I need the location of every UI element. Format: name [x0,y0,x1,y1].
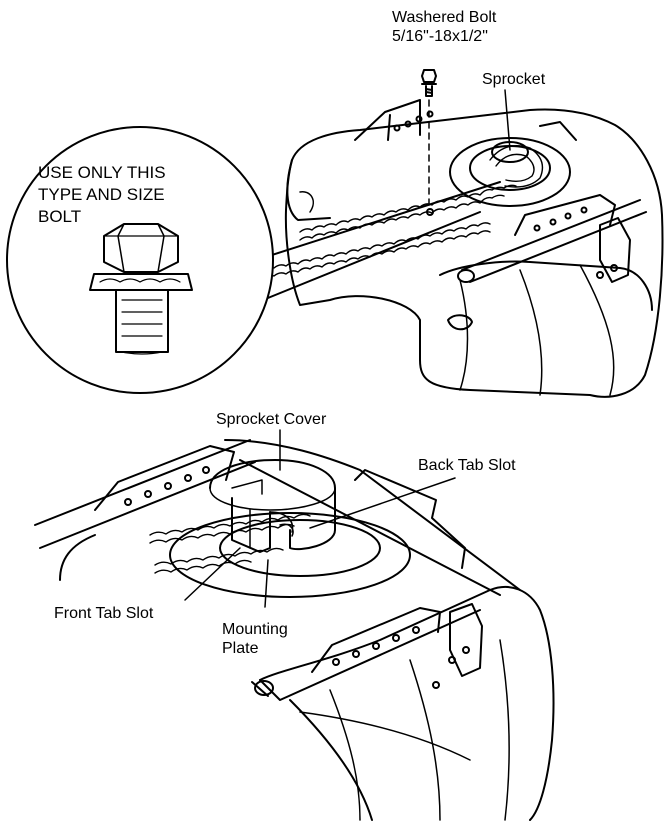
back-tab-slot-label: Back Tab Slot [418,457,516,474]
sprocket-cover-label: Sprocket Cover [216,411,327,428]
washered-bolt-icon [421,69,437,211]
washered-bolt-label-line1: Washered Bolt [392,9,497,26]
callout-line-2: TYPE AND SIZE [38,185,165,204]
sprocket-leader-line [504,89,511,151]
sprocket-label: Sprocket [482,71,546,88]
callout-line-1: USE ONLY THIS [38,163,166,182]
mounting-plate-label: Mounting Plate [222,620,288,658]
opener-bottom-view [34,439,555,821]
mounting-plate-label-line1: Mounting [222,621,288,638]
opener-top-view [249,99,664,398]
mounting-plate-leader-line [264,559,269,608]
mounting-plate-label-line2: Plate [222,640,259,657]
washered-bolt-label-line2: 5/16"-18x1/2" [392,28,488,45]
callout-line-3: BOLT [38,207,82,226]
washered-bolt-label: Washered Bolt 5/16"-18x1/2" [392,8,496,46]
front-tab-slot-leader-line [184,547,241,601]
bolt-callout-text: USE ONLY THIS TYPE AND SIZE BOLT [38,162,166,228]
bolt-callout [6,126,274,394]
front-tab-slot-label: Front Tab Slot [54,605,154,622]
back-tab-slot-leader-line [309,477,456,529]
